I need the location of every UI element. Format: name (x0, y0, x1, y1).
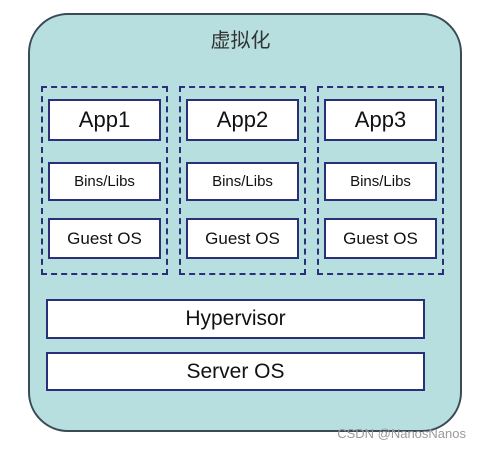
server-os-layer: Server OS (46, 352, 425, 391)
vm-1: App1 Bins/Libs Guest OS (41, 86, 168, 275)
vm-2-guest-os: Guest OS (186, 218, 299, 259)
vm-3-guest-os: Guest OS (324, 218, 437, 259)
vm-1-guest-os: Guest OS (48, 218, 161, 259)
vm-1-bins-libs: Bins/Libs (48, 162, 161, 201)
vm-2: App2 Bins/Libs Guest OS (179, 86, 306, 275)
vm-3-bins-libs: Bins/Libs (324, 162, 437, 201)
vm-1-app: App1 (48, 99, 161, 141)
vm-2-bins-libs: Bins/Libs (186, 162, 299, 201)
vm-3-app: App3 (324, 99, 437, 141)
hypervisor-layer: Hypervisor (46, 299, 425, 339)
vm-3: App3 Bins/Libs Guest OS (317, 86, 444, 275)
vm-2-app: App2 (186, 99, 299, 141)
watermark: CSDN @NanosNanos (337, 426, 466, 441)
diagram-title: 虚拟化 (210, 28, 271, 52)
